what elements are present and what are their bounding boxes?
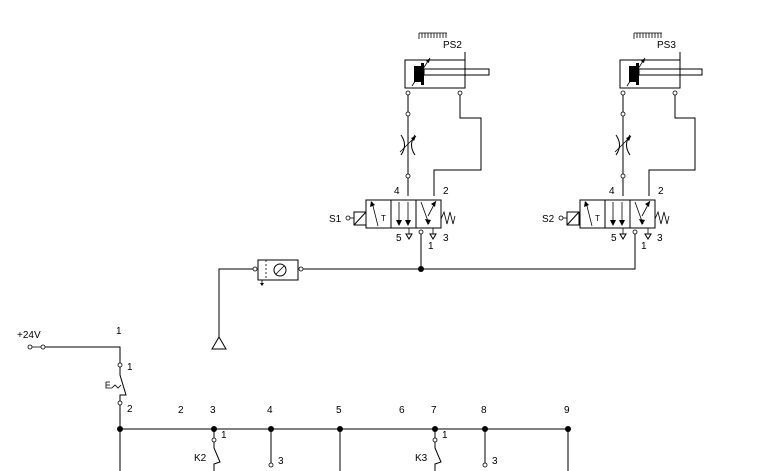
contact-pin-3-a: 3 [278, 456, 284, 467]
valve-2-t-symbol: T [595, 214, 600, 223]
solenoid-label-s1: S1 [329, 214, 342, 225]
valve-1-port-4: 4 [394, 186, 400, 197]
switch-pin-2: 2 [127, 404, 133, 415]
cylinder-2: PS3 [619, 32, 703, 96]
node-label-2: 2 [178, 405, 184, 416]
push-switch-icon [105, 367, 127, 401]
valve-1-t-symbol: T [381, 214, 386, 223]
solenoid-icon [353, 211, 367, 226]
valve-2-port-4: 4 [609, 186, 615, 197]
valve-1-port-2: 2 [443, 186, 449, 197]
pneumatic-lines-1 [399, 95, 482, 196]
supply-label: +24V [17, 330, 41, 341]
contact-pin-3-b: 3 [492, 456, 498, 467]
pressure-sensor-scale-icon [418, 32, 447, 39]
electrical-circuit: +24V 1 1 2 2 3 4 5 6 7 8 9 1 K [17, 326, 571, 471]
valve-1-port-5: 5 [396, 233, 402, 244]
switch-pin-1: 1 [127, 362, 133, 373]
node-label-8: 8 [481, 405, 487, 416]
valve-2-port-5: 5 [611, 233, 617, 244]
valve-1-port-3: 3 [443, 233, 449, 244]
node-label-4: 4 [267, 405, 273, 416]
spring-icon [440, 210, 456, 225]
node-label-6: 6 [399, 405, 405, 416]
valve-2-port-2: 2 [658, 186, 664, 197]
solenoid-label-s2: S2 [542, 214, 555, 225]
wire-label-1: 1 [116, 326, 122, 337]
cylinder-1: PS2 [404, 32, 490, 96]
solenoid-icon [566, 211, 580, 226]
relay-label-k3: K3 [415, 453, 428, 464]
relay-label-k2: K2 [194, 453, 207, 464]
valve-1: 4 2 S1 T 5 3 [329, 186, 456, 252]
node-label-9: 9 [564, 405, 570, 416]
spring-icon [654, 210, 670, 225]
throttle-valve-icon [614, 134, 632, 156]
air-supply [211, 234, 636, 350]
pressure-source-icon [211, 336, 227, 350]
valve-2-port-1: 1 [641, 241, 647, 252]
sensor-label-ps3: PS3 [657, 40, 676, 51]
relay-contact-icon [434, 442, 442, 471]
node-label-5: 5 [336, 405, 342, 416]
relay-contact-icon [213, 442, 221, 471]
throttle-valve-icon [399, 134, 417, 156]
valve-2-port-3: 3 [657, 233, 663, 244]
pneumatic-lines-2 [614, 95, 696, 196]
service-unit-icon [257, 259, 299, 286]
valve-1-port-1: 1 [428, 241, 434, 252]
sensor-label-ps2: PS2 [443, 40, 462, 51]
relay-k2-pin: 1 [221, 430, 227, 441]
pressure-sensor-scale-icon [633, 32, 662, 39]
relay-k3-pin: 1 [442, 430, 448, 441]
valve-2: 4 2 S2 T 5 3 1 [542, 186, 670, 252]
node-label-3: 3 [210, 405, 216, 416]
node-label-7: 7 [431, 405, 437, 416]
